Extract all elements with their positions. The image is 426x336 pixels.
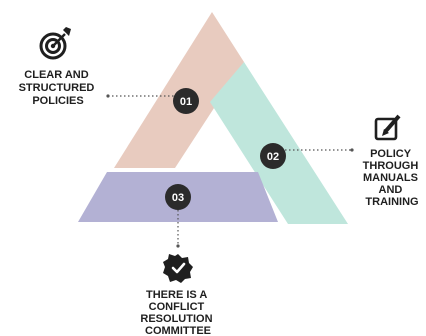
verified-badge-icon xyxy=(163,254,193,283)
badge-02: 02 xyxy=(260,143,286,169)
label-02: POLICY THROUGH MANUALS AND TRAINING xyxy=(363,148,422,208)
edit-document-icon xyxy=(374,114,401,141)
badge-03: 03 xyxy=(165,184,191,210)
connector-02-end xyxy=(350,148,354,152)
connector-01-end xyxy=(106,94,110,98)
svg-text:03: 03 xyxy=(172,192,184,204)
label-01: CLEAR AND STRUCTURED POLICIES xyxy=(19,69,98,107)
svg-text:02: 02 xyxy=(267,151,279,163)
target-icon xyxy=(39,27,71,60)
label-03: THERE IS A CONFLICT RESOLUTION COMMITTEE xyxy=(140,289,215,336)
svg-text:01: 01 xyxy=(180,96,192,108)
segment-01-shape xyxy=(114,12,244,168)
badge-01: 01 xyxy=(173,88,199,114)
connector-03-end xyxy=(176,244,180,248)
segment-02-shape xyxy=(210,62,348,224)
